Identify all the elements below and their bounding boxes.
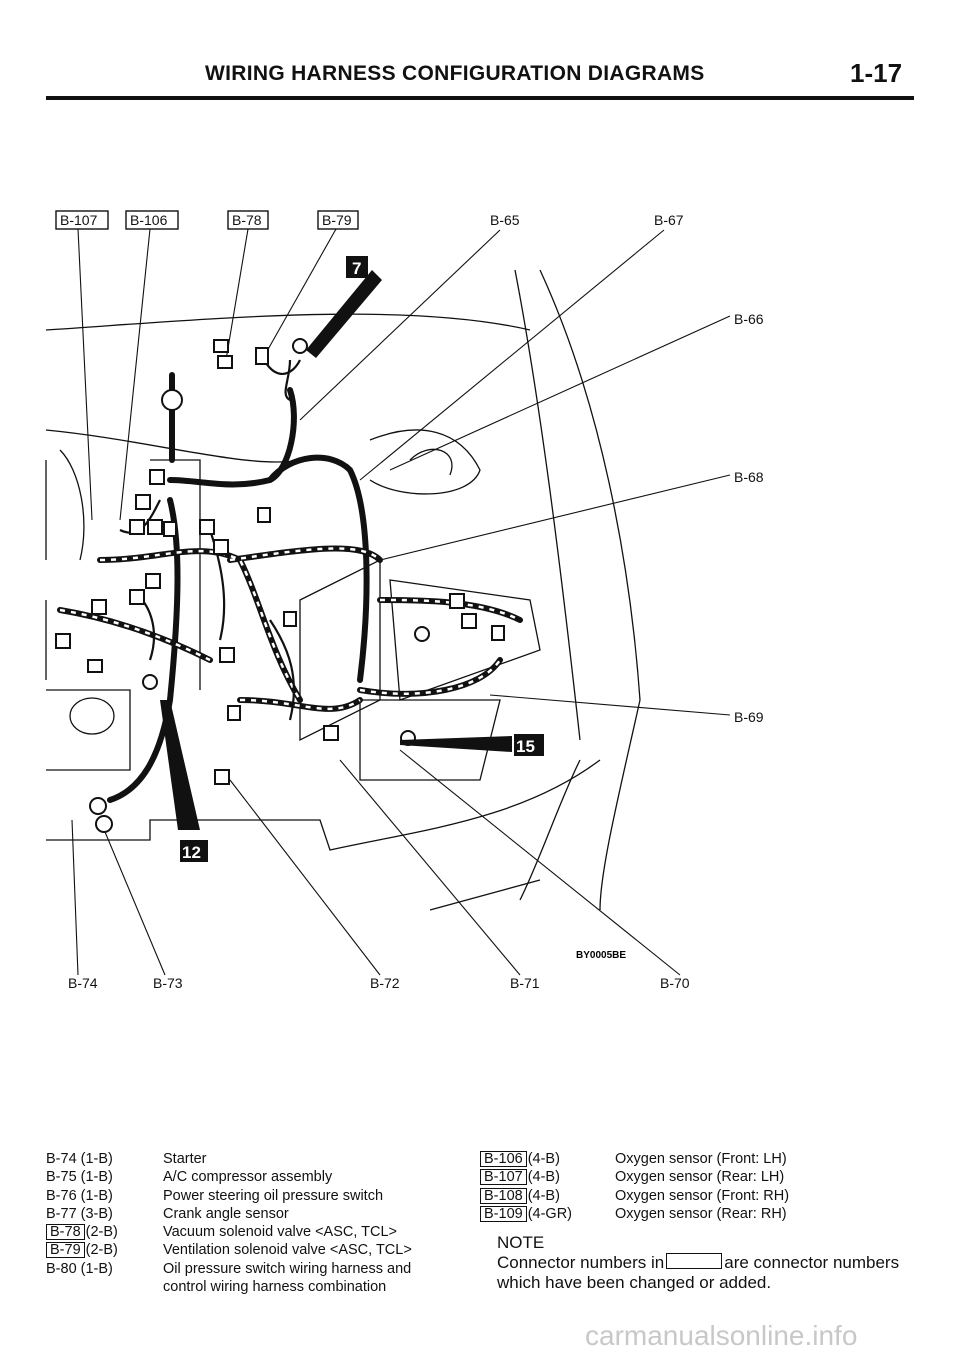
legend-right-descriptions: Oxygen sensor (Front: LH) Oxygen sensor … bbox=[615, 1150, 789, 1223]
note-box-sample bbox=[666, 1253, 723, 1269]
callout-15-number: 15 bbox=[516, 737, 535, 756]
callout-7-box bbox=[346, 256, 368, 278]
boxed-code-suffix: (2-B) bbox=[85, 1242, 118, 1259]
legend-code-row: B-77 (3-B) bbox=[46, 1205, 113, 1222]
legend-code-row: B-75 (1-B) bbox=[46, 1169, 113, 1186]
boxed-code: B-78 bbox=[46, 1224, 85, 1241]
header-rule bbox=[46, 96, 914, 100]
legend-code-row-boxed: B-79(2-B) bbox=[46, 1241, 118, 1259]
note-text-after: are connector numbers bbox=[724, 1253, 900, 1272]
label-b72: B-72 bbox=[370, 975, 400, 991]
page-title: WIRING HARNESS CONFIGURATION DIAGRAMS bbox=[205, 62, 705, 85]
callout-15-pointer bbox=[400, 736, 512, 752]
boxed-code: B-79 bbox=[46, 1242, 85, 1259]
legend-right-code-row: B-109(4-GR) bbox=[480, 1205, 572, 1223]
legend-desc: Vacuum solenoid valve <ASC, TCL> bbox=[163, 1224, 398, 1241]
top-connector-b78: B-78 bbox=[227, 210, 269, 230]
legend-code-row: B-74 (1-B) bbox=[46, 1151, 113, 1167]
boxed-code: B-106 bbox=[480, 1151, 527, 1167]
legend-right-desc: Oxygen sensor (Front: LH) bbox=[615, 1151, 787, 1167]
wiring-diagram: B-107 B-106 B-78 B-79 B-65 B-67 B-66 B-6… bbox=[45, 210, 764, 991]
legend-right-codes: B-106(4-B) B-107(4-B) B-108(4-B) B-109(4… bbox=[480, 1150, 572, 1223]
boxed-code-suffix: (4-B) bbox=[527, 1187, 560, 1204]
page-number: 1-17 bbox=[850, 58, 903, 88]
boxed-code: B-109 bbox=[480, 1205, 527, 1222]
legend-desc: control wiring harness combination bbox=[163, 1279, 387, 1296]
legend-desc: A/C compressor assembly bbox=[163, 1169, 333, 1186]
label-b67: B-67 bbox=[654, 212, 684, 228]
note-body: Connector numbers in are connector number… bbox=[497, 1253, 917, 1293]
callout-7-number: 7 bbox=[352, 259, 361, 278]
legend-desc: Crank angle sensor bbox=[163, 1205, 289, 1222]
callout-12-number: 12 bbox=[182, 843, 201, 862]
legend-desc: Power steering oil pressure switch bbox=[163, 1187, 384, 1204]
boxed-code-suffix: (4-GR) bbox=[527, 1205, 573, 1222]
top-connector-b106-label: B-106 bbox=[130, 212, 168, 228]
callout-15-box bbox=[514, 734, 544, 756]
callout-7-pointer bbox=[306, 270, 382, 358]
top-connector-b79-label: B-79 bbox=[322, 212, 352, 228]
label-b68: B-68 bbox=[734, 469, 764, 485]
legend-right-desc: Oxygen sensor (Rear: LH) bbox=[615, 1169, 785, 1186]
boxed-code-suffix: (4-B) bbox=[527, 1151, 560, 1167]
legend-right-desc: Oxygen sensor (Rear: RH) bbox=[615, 1205, 787, 1222]
callout-12-pointer bbox=[160, 700, 200, 830]
label-b74: B-74 bbox=[68, 975, 98, 991]
note-title: NOTE bbox=[497, 1233, 545, 1252]
top-connector-b79: B-79 bbox=[317, 210, 359, 230]
legend-desc: Ventilation solenoid valve <ASC, TCL> bbox=[163, 1242, 412, 1259]
top-connector-b107-label: B-107 bbox=[60, 212, 98, 228]
figure-code: BY0005BE bbox=[576, 950, 626, 961]
watermark: carmanualsonline.info bbox=[585, 1320, 858, 1351]
legend-left-codes: B-74 (1-B) B-75 (1-B) B-76 (1-B) B-77 (3… bbox=[46, 1150, 118, 1278]
label-b66: B-66 bbox=[734, 311, 764, 327]
top-connector-b107: B-107 bbox=[55, 210, 109, 230]
legend-right-code-row: B-107(4-B) bbox=[480, 1168, 572, 1186]
callout-12-box bbox=[180, 840, 208, 862]
boxed-code-suffix: (4-B) bbox=[527, 1169, 560, 1186]
legend-desc: Starter bbox=[163, 1151, 207, 1167]
legend-left-descriptions: Starter A/C compressor assembly Power st… bbox=[163, 1150, 412, 1296]
legend-code-row: B-80 (1-B) bbox=[46, 1260, 113, 1277]
note-text-line2: which have been changed or added. bbox=[497, 1273, 772, 1292]
boxed-code: B-108 bbox=[480, 1187, 527, 1204]
boxed-code-suffix: (2-B) bbox=[85, 1224, 118, 1241]
legend-code-row: B-76 (1-B) bbox=[46, 1187, 113, 1204]
legend-code-row-boxed: B-78(2-B) bbox=[46, 1223, 118, 1241]
leader-lines bbox=[71, 228, 731, 976]
top-connector-b106: B-106 bbox=[125, 210, 179, 230]
note-text-before: Connector numbers in bbox=[497, 1253, 665, 1272]
label-b65: B-65 bbox=[490, 212, 520, 228]
label-b70: B-70 bbox=[660, 975, 690, 991]
boxed-code: B-107 bbox=[480, 1169, 527, 1186]
label-b71: B-71 bbox=[510, 975, 540, 991]
legend-desc: Oil pressure switch wiring harness and bbox=[163, 1260, 412, 1277]
legend-right-desc: Oxygen sensor (Front: RH) bbox=[615, 1187, 790, 1204]
top-connector-b78-label: B-78 bbox=[232, 212, 262, 228]
legend-right-code-row: B-106(4-B) bbox=[480, 1150, 572, 1168]
label-b73: B-73 bbox=[153, 975, 183, 991]
engine-outline bbox=[45, 269, 641, 911]
legend-right-code-row: B-108(4-B) bbox=[480, 1187, 572, 1205]
label-b69: B-69 bbox=[734, 709, 764, 725]
connector-icons bbox=[55, 338, 505, 833]
